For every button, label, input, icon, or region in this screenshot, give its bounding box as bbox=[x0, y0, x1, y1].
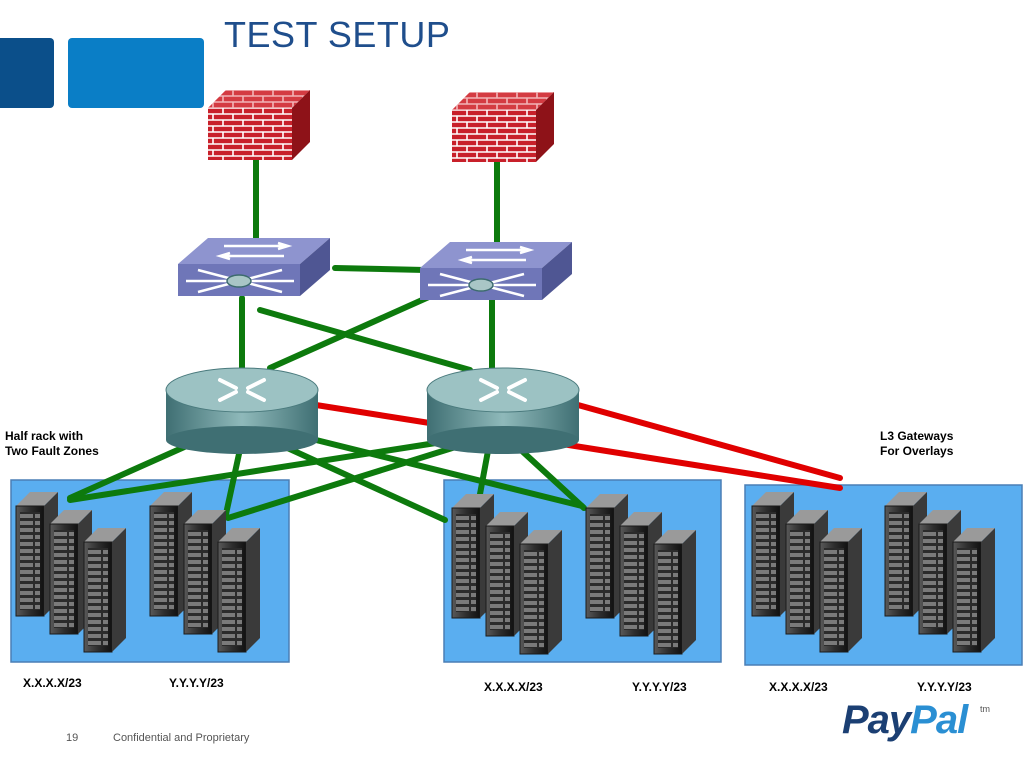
header-block-dark bbox=[0, 38, 54, 108]
paypal-logo: PayPal bbox=[842, 698, 968, 743]
firewall-icon bbox=[208, 90, 310, 160]
header-block-light bbox=[68, 38, 204, 108]
half-rack-line-2: Two Fault Zones bbox=[5, 444, 99, 458]
subnet-y-label-2: Y.Y.Y.Y/23 bbox=[632, 680, 687, 694]
subnet-x-label-3: X.X.X.X/23 bbox=[769, 680, 828, 694]
logo-part-1: Pay bbox=[842, 698, 911, 742]
l3-gateways-line-2: For Overlays bbox=[880, 444, 954, 458]
l3-gateways-line-1: L3 Gateways bbox=[880, 429, 954, 443]
router-icon bbox=[426, 367, 580, 454]
router-icon bbox=[165, 367, 319, 454]
subnet-x-label-2: X.X.X.X/23 bbox=[484, 680, 543, 694]
subnet-y-label-1: Y.Y.Y.Y/23 bbox=[169, 676, 224, 690]
logo-part-2: Pal bbox=[910, 698, 968, 742]
footer-text: Confidential and Proprietary bbox=[113, 732, 250, 744]
firewall-icon bbox=[452, 92, 554, 162]
logo-trademark: tm bbox=[980, 704, 990, 714]
slide-title: TEST SETUP bbox=[224, 14, 451, 55]
red-links bbox=[313, 402, 843, 491]
subnet-y-label-3: Y.Y.Y.Y/23 bbox=[917, 680, 972, 694]
half-rack-label: Half rack with Two Fault Zones bbox=[5, 429, 99, 459]
green-links bbox=[67, 157, 587, 523]
half-rack-line-1: Half rack with bbox=[5, 429, 84, 443]
l3-gateways-label: L3 Gateways For Overlays bbox=[880, 429, 953, 459]
page-number: 19 bbox=[66, 732, 79, 744]
switch-icon bbox=[178, 238, 330, 296]
switch-icon bbox=[420, 242, 572, 300]
subnet-x-label-1: X.X.X.X/23 bbox=[23, 676, 82, 690]
